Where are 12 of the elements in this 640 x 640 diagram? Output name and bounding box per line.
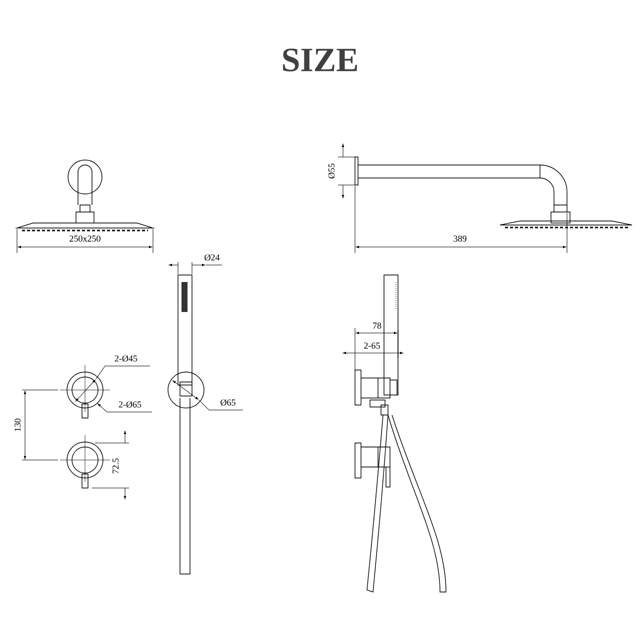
dimension-label: 2-Ø45: [114, 354, 138, 363]
dimension-label: 72.5: [112, 457, 120, 475]
dimension-label: 130: [14, 417, 22, 433]
dimension-label: 389: [452, 234, 468, 243]
dimension-label: 2-65: [362, 342, 382, 350]
title: SIZE: [283, 48, 357, 72]
dimension-label: Ø55: [327, 162, 336, 180]
dimension-label: 2-Ø65: [118, 400, 142, 409]
dimension-label: Ø24: [203, 253, 221, 262]
dimension-label: 78: [372, 322, 382, 330]
dimension-label: 250x250: [68, 234, 102, 243]
dimension-label: Ø65: [219, 398, 237, 407]
